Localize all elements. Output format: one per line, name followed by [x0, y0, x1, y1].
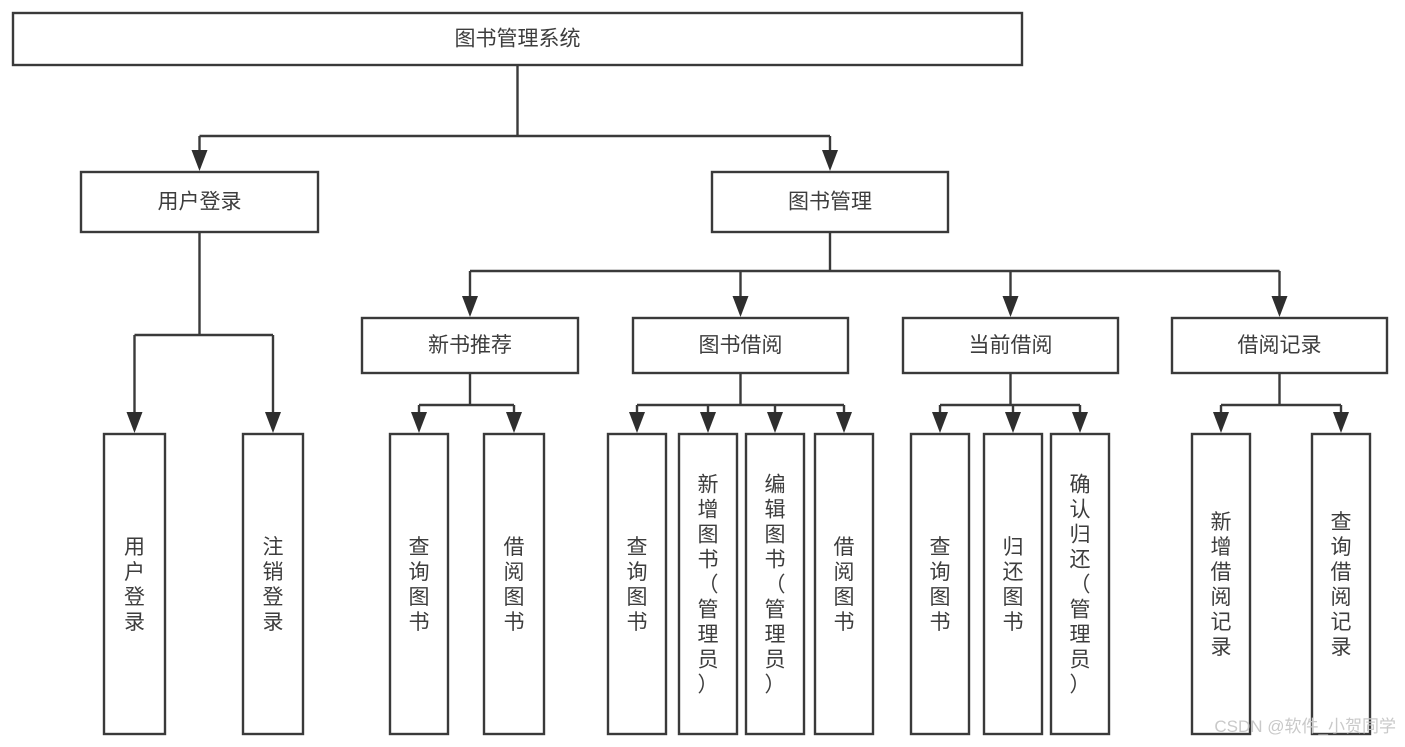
node-leaf-rec-query[interactable]: 查询图书 [388, 432, 450, 736]
connector-group [932, 373, 1088, 433]
node-user-login[interactable]: 用户登录 [79, 170, 320, 234]
node-label: 查询图书 [409, 536, 430, 634]
node-leaf-cur-confirm[interactable]: 确认归还（管理员） [1049, 432, 1111, 736]
arrow-head-icon [1213, 412, 1229, 433]
node-box[interactable] [813, 432, 875, 736]
node-label: 用户登录 [158, 191, 242, 214]
arrow-head-icon [1333, 412, 1349, 433]
node-label: 确认归还（管理员） [1070, 474, 1091, 697]
arrow-head-icon [1002, 296, 1019, 317]
arrow-head-icon [629, 412, 645, 433]
node-leaf-borrow-edit[interactable]: 编辑图书（管理员） [744, 432, 806, 736]
node-box[interactable] [982, 432, 1044, 736]
node-leaf-cur-query[interactable]: 查询图书 [909, 432, 971, 736]
node-box[interactable] [102, 432, 167, 736]
node-label: 编辑图书（管理员） [765, 474, 786, 697]
node-label: 借阅图书 [834, 536, 855, 634]
arrow-head-icon [1005, 412, 1021, 433]
connector-group [411, 373, 522, 433]
node-label: 查询借阅记录 [1331, 511, 1352, 659]
node-label: 借阅图书 [504, 536, 525, 634]
node-label: 新书推荐 [428, 334, 512, 357]
node-box[interactable] [1310, 432, 1372, 736]
node-leaf-borrow-do[interactable]: 借阅图书 [813, 432, 875, 736]
connector-group [462, 232, 1288, 317]
node-box[interactable] [901, 316, 1120, 375]
node-label: 新增图书（管理员） [698, 474, 719, 697]
node-label: 新增借阅记录 [1211, 511, 1232, 659]
node-label: 查询图书 [627, 536, 648, 634]
node-leaf-rec-search[interactable]: 查询借阅记录 [1310, 432, 1372, 736]
node-leaf-user-logout[interactable]: 注销登录 [241, 432, 305, 736]
arrow-head-icon [1271, 296, 1288, 317]
arrow-head-icon [822, 150, 838, 171]
node-label: 图书借阅 [699, 334, 783, 357]
connector-group [1213, 373, 1349, 433]
arrow-head-icon [265, 412, 281, 433]
arrow-head-icon [1072, 412, 1088, 433]
node-label: 查询图书 [930, 536, 951, 634]
arrow-head-icon [700, 412, 716, 433]
node-leaf-user-login[interactable]: 用户登录 [102, 432, 167, 736]
node-leaf-cur-return[interactable]: 归还图书 [982, 432, 1044, 736]
node-book-manage[interactable]: 图书管理 [710, 170, 950, 234]
arrow-head-icon [506, 412, 522, 433]
arrow-head-icon [126, 412, 143, 433]
arrow-head-icon [191, 150, 208, 171]
node-box[interactable] [482, 432, 546, 736]
arrow-head-icon [411, 412, 427, 433]
node-box[interactable] [79, 170, 320, 234]
node-box[interactable] [241, 432, 305, 736]
connector-group [629, 373, 852, 433]
arrow-head-icon [932, 412, 948, 433]
node-label: 注销登录 [263, 536, 284, 634]
node-label: 当前借阅 [969, 334, 1053, 357]
connector-layer [126, 65, 1349, 433]
node-label: 图书管理 [788, 191, 872, 214]
node-box[interactable] [1190, 432, 1252, 736]
node-box[interactable] [606, 432, 668, 736]
arrow-head-icon [732, 296, 749, 317]
node-box[interactable] [744, 432, 806, 736]
node-box[interactable] [388, 432, 450, 736]
node-box[interactable] [1049, 432, 1111, 736]
arrow-head-icon [767, 412, 783, 433]
node-label: 借阅记录 [1238, 334, 1322, 357]
node-box[interactable] [11, 11, 1024, 67]
node-box[interactable] [360, 316, 580, 375]
node-box[interactable] [1170, 316, 1389, 375]
node-leaf-rec-add[interactable]: 新增借阅记录 [1190, 432, 1252, 736]
arrow-head-icon [462, 296, 478, 317]
csdn-watermark: CSDN @软件_小贺同学 [1214, 717, 1396, 736]
node-root[interactable]: 图书管理系统 [11, 11, 1024, 67]
node-new-book-rec[interactable]: 新书推荐 [360, 316, 580, 375]
arrow-head-icon [836, 412, 852, 433]
node-leaf-borrow-query[interactable]: 查询图书 [606, 432, 668, 736]
node-box[interactable] [677, 432, 739, 736]
node-box[interactable] [710, 170, 950, 234]
node-borrow-record[interactable]: 借阅记录 [1170, 316, 1389, 375]
node-label: 图书管理系统 [455, 28, 581, 51]
node-label: 归还图书 [1003, 536, 1024, 634]
node-current-borrow[interactable]: 当前借阅 [901, 316, 1120, 375]
connector-group [191, 65, 838, 171]
node-book-borrow[interactable]: 图书借阅 [631, 316, 850, 375]
node-box[interactable] [909, 432, 971, 736]
node-layer: 图书管理系统用户登录图书管理新书推荐图书借阅当前借阅借阅记录用户登录注销登录查询… [11, 11, 1389, 736]
node-box[interactable] [631, 316, 850, 375]
node-label: 用户登录 [124, 536, 145, 634]
connector-group [126, 232, 281, 433]
node-leaf-rec-borrow[interactable]: 借阅图书 [482, 432, 546, 736]
node-leaf-borrow-add[interactable]: 新增图书（管理员） [677, 432, 739, 736]
